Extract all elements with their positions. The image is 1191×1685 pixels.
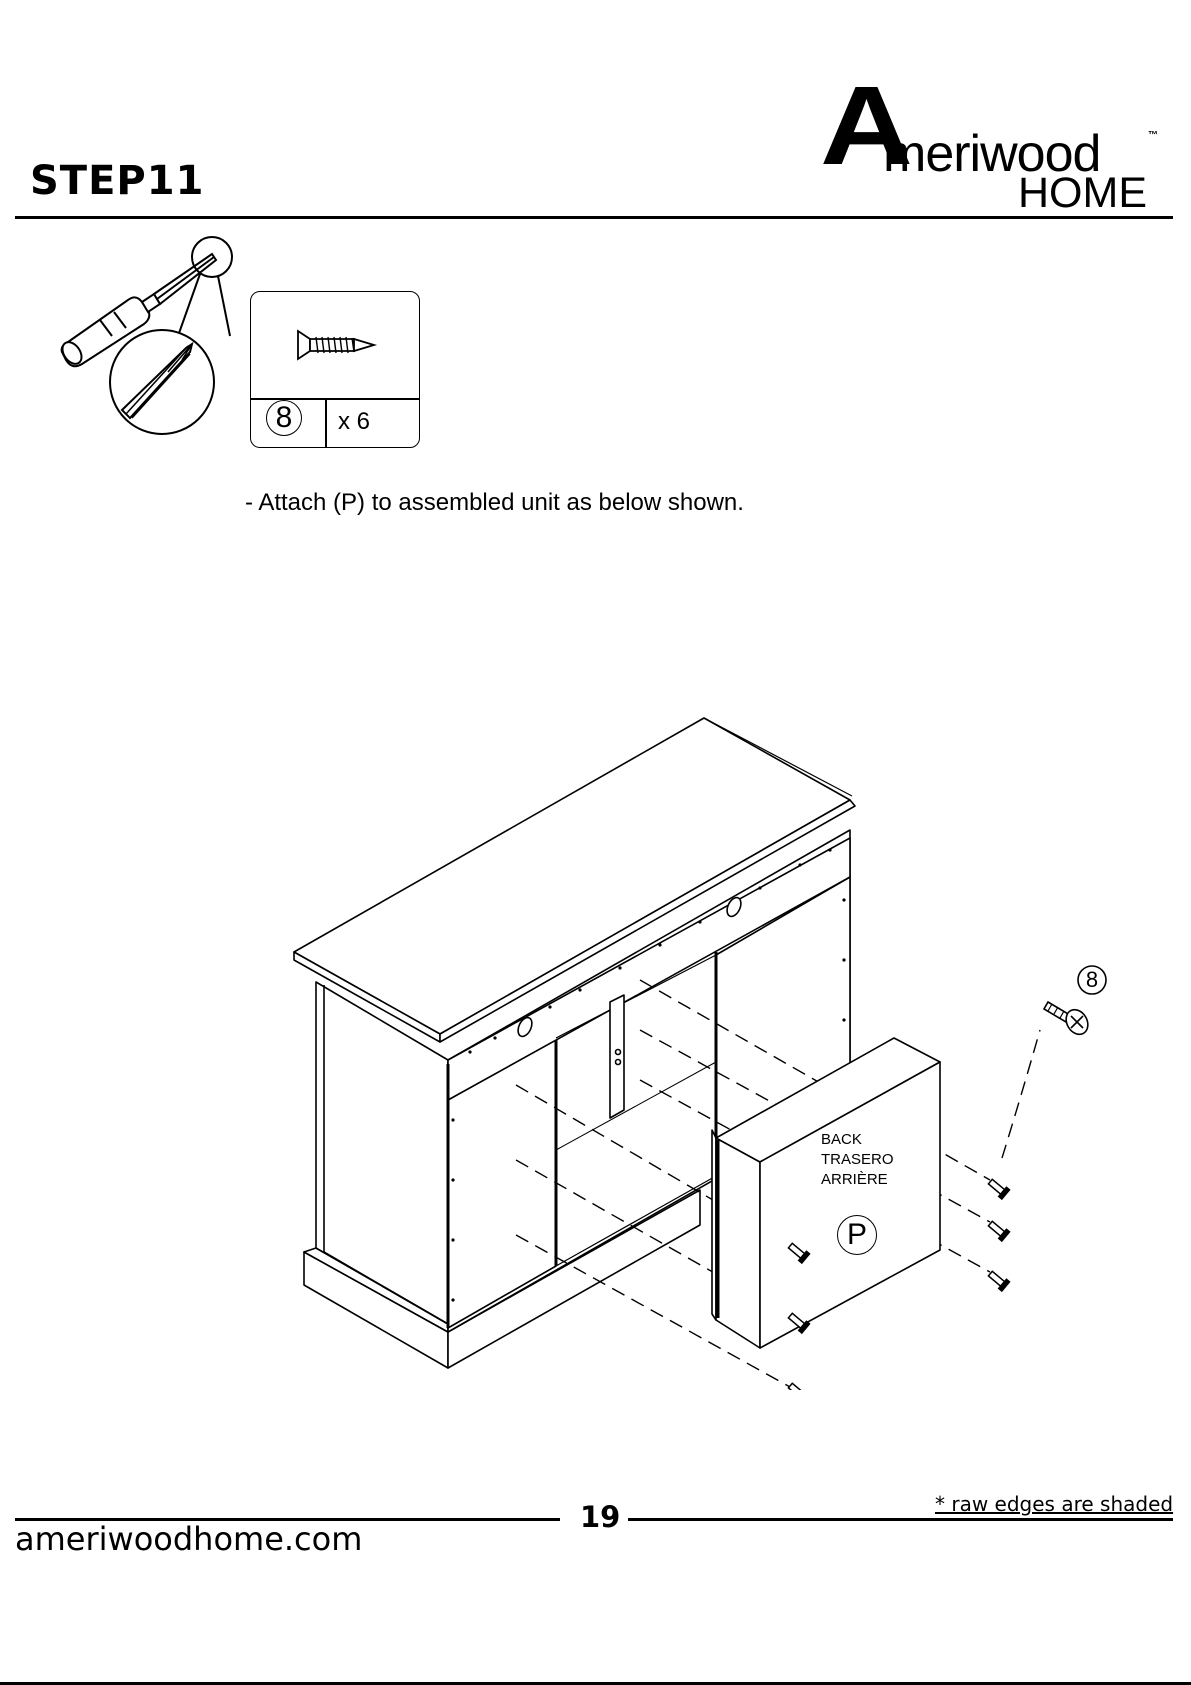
footer-divider-right xyxy=(628,1518,1173,1521)
panel-label-es: TRASERO xyxy=(821,1150,894,1170)
instruction-text: - Attach (P) to assembled unit as below … xyxy=(245,489,744,517)
raw-edges-note: * raw edges are shaded xyxy=(935,1492,1173,1516)
header-divider xyxy=(15,216,1173,219)
screwdriver-icon xyxy=(50,232,250,452)
panel-label-en: BACK xyxy=(821,1130,862,1150)
assembly-diagram xyxy=(280,700,1130,1390)
callout-screw-icon xyxy=(1044,1002,1092,1038)
step-title: STEP11 xyxy=(30,158,204,204)
hardware-quantity: x 6 xyxy=(338,408,370,436)
website-link[interactable]: ameriwoodhome.com xyxy=(15,1520,362,1558)
page-number: 19 xyxy=(580,1500,620,1534)
brand-logo-tm: ™ xyxy=(1148,130,1158,141)
hardware-box-divider-vertical xyxy=(325,398,327,448)
panel-label-fr: ARRIÈRE xyxy=(821,1170,888,1190)
hardware-box-divider xyxy=(250,398,420,400)
hardware-part-id: 8 xyxy=(266,400,302,436)
screw-icon xyxy=(290,325,390,365)
panel-part-letter: P xyxy=(837,1215,877,1255)
callout-part-id: 8 xyxy=(1078,967,1106,993)
brand-logo-sub: HOME xyxy=(1018,172,1147,215)
